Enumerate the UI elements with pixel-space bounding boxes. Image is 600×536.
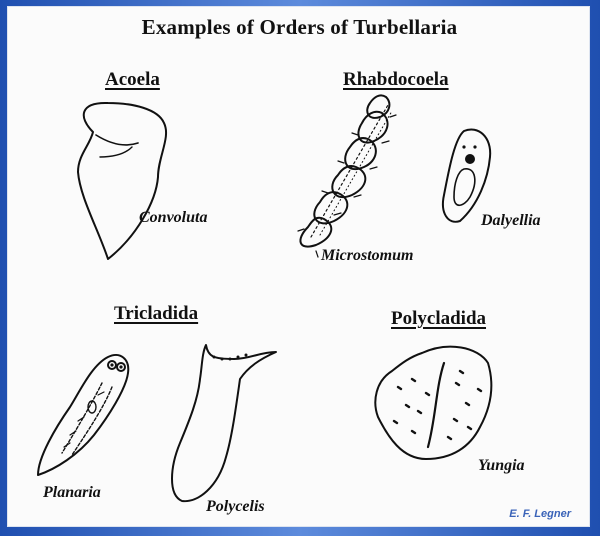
- heading-polycladida: Polycladida: [391, 308, 487, 329]
- label-planaria: Planaria: [43, 484, 101, 501]
- polycelis-illustration: [172, 345, 276, 501]
- heading-rhabdocoela: Rhabdocoela: [343, 69, 449, 90]
- heading-tricladida: Tricladida: [114, 303, 199, 324]
- convoluta-illustration: [78, 103, 166, 259]
- author-credit: E. F. Legner: [509, 508, 571, 520]
- label-dalyellia: Dalyellia: [481, 212, 541, 229]
- diagram-title: Examples of Orders of Turbellaria: [141, 15, 458, 39]
- yungia-illustration: [375, 347, 491, 459]
- microstomum-illustration: [298, 95, 396, 257]
- diagram-panel: Examples of Orders of Turbellaria Acoela…: [7, 6, 590, 527]
- heading-acoela: Acoela: [105, 69, 160, 90]
- label-polycelis: Polycelis: [206, 498, 265, 515]
- label-yungia: Yungia: [478, 457, 525, 474]
- dalyellia-illustration: [443, 129, 490, 221]
- label-convoluta: Convoluta: [139, 209, 208, 226]
- label-microstomum: Microstomum: [321, 247, 414, 264]
- planaria-illustration: [38, 355, 128, 475]
- organism-drawings: [8, 7, 591, 528]
